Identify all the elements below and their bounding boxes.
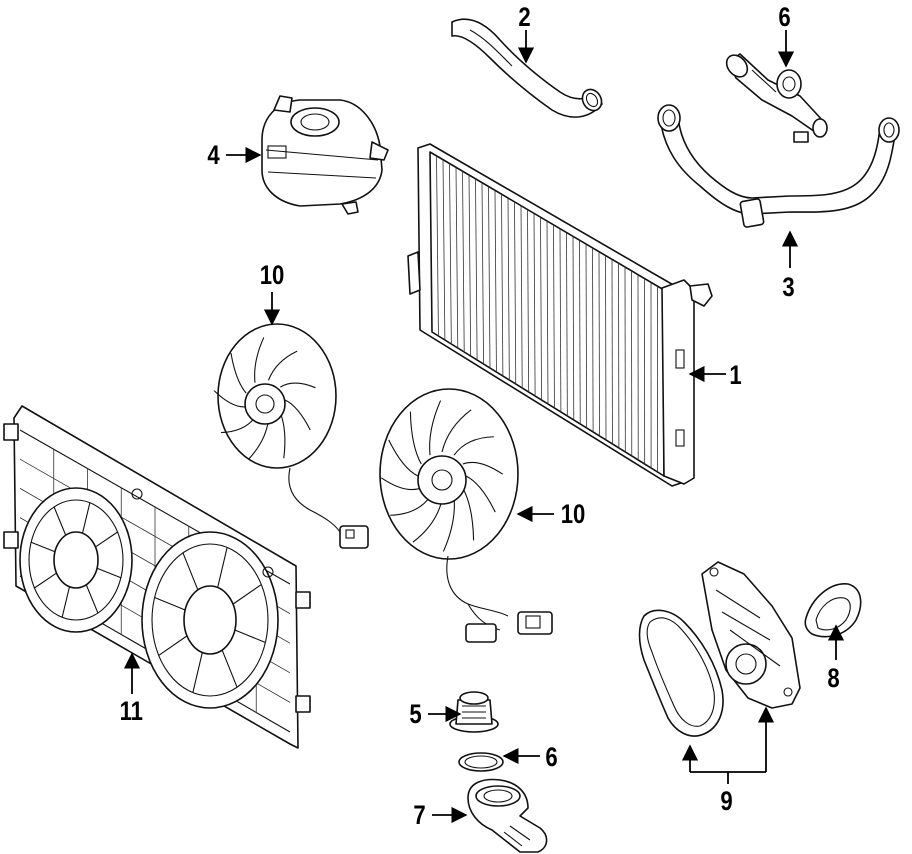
callout-1: 1	[729, 360, 742, 390]
callout-6-bottom: 6	[545, 742, 558, 772]
callout-2: 2	[518, 2, 531, 32]
part-3-lower-hose	[657, 104, 900, 228]
callout-6-top: 6	[778, 2, 791, 32]
callout-7: 7	[413, 800, 426, 830]
part-9-water-pump	[638, 561, 801, 737]
part-6-seal-ring	[458, 752, 504, 772]
part-6-hose-connector	[725, 53, 828, 143]
callout-4: 4	[207, 140, 220, 170]
callout-10-upper: 10	[259, 260, 285, 290]
part-1-radiator	[407, 143, 713, 487]
callout-10-center: 10	[560, 499, 586, 529]
part-11-fan-shroud	[3, 405, 311, 749]
part-5-thermostat	[449, 691, 499, 733]
part-4-expansion-tank	[261, 95, 389, 215]
callout-3: 3	[782, 272, 795, 302]
callout-8: 8	[827, 663, 840, 693]
part-10-center-fan	[379, 388, 553, 643]
part-2-upper-hose	[451, 18, 603, 118]
callout-5: 5	[409, 699, 422, 729]
part-10-upper-fan	[213, 323, 369, 549]
part-7-thermostat-housing	[467, 778, 548, 853]
callout-11: 11	[119, 696, 143, 726]
callout-9: 9	[720, 786, 733, 816]
leader-arrows	[123, 30, 845, 824]
part-8-gasket	[804, 583, 862, 638]
